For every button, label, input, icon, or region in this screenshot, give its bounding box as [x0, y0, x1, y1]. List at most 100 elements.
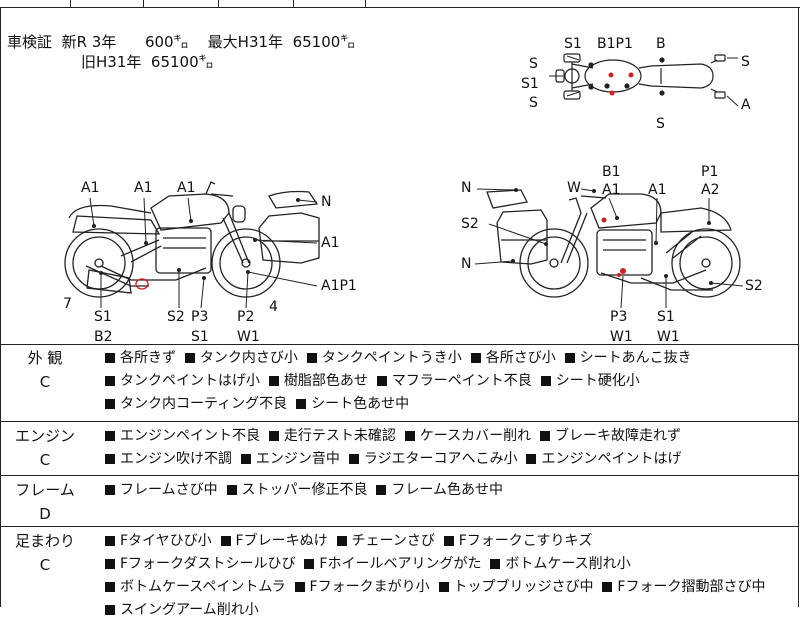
marker-label: A1: [321, 235, 339, 251]
condition-item: マフラーペイント不良: [376, 373, 532, 389]
new-r-label: 新R: [61, 33, 87, 51]
condition-item: 各所さび小: [470, 350, 556, 366]
marker-label: B: [656, 36, 666, 52]
condition-item: Fフォークまがり小: [294, 579, 430, 595]
marker-label: A1: [602, 182, 620, 198]
section-grade: D: [39, 505, 51, 523]
condition-item-text: シートあんこ抜き: [579, 350, 692, 366]
condition-item: ラジエターコアへこみ小: [348, 451, 518, 467]
condition-item-text: フレーム色あせ中: [391, 482, 503, 498]
left-side-leaders: [89, 197, 318, 309]
bullet-square-icon: [470, 352, 481, 363]
marker-label: S1: [521, 76, 539, 92]
left-view-labels: A1 A1 A1 N A1 A1P1 7 S1 B2 S2 P3 S1 P2 W…: [63, 180, 357, 344]
condition-item-text: シート硬化小: [555, 373, 640, 389]
bullet-square-icon: [240, 453, 251, 464]
marker-label: N: [321, 194, 331, 210]
bullet-square-icon: [540, 430, 551, 441]
condition-item: シートあんこ抜き: [564, 350, 692, 366]
condition-item-text: タンク内コーティング不良: [120, 396, 288, 412]
condition-item: タンクペイントはげ小: [105, 373, 260, 389]
bullet-square-icon: [184, 352, 195, 363]
condition-item: Fブレーキぬけ: [220, 533, 328, 549]
inspection-label: 車検証: [7, 33, 53, 51]
marker-label: A1P1: [321, 278, 357, 294]
bullet-square-icon: [296, 398, 307, 409]
condition-item-text: ボトムケースペイントムラ: [120, 579, 286, 595]
section-grade: C: [39, 373, 51, 391]
left-side-motorcycle: [64, 181, 320, 298]
marker-label: B1P1: [597, 36, 633, 52]
marker-label: W1: [237, 329, 260, 344]
section-items: 各所きず タンク内さび小 タンクペイントうき小 各所さび小 シートあんこ抜き タ…: [89, 344, 798, 421]
condition-table: 外 観 C 各所きず タンク内さび小 タンクペイントうき小 各所さび小 シートあ…: [0, 344, 799, 618]
marker-label: A1: [177, 180, 195, 196]
marker-label: B1: [602, 164, 621, 180]
condition-item-text: フレームさび中: [120, 482, 218, 498]
marker-label: S: [529, 95, 538, 111]
marker-label: S2: [745, 278, 763, 294]
marker-label: A: [741, 97, 751, 113]
condition-item-text: Fホイールベアリングがた: [319, 556, 482, 572]
condition-item-text: トップブリッジさび中: [453, 579, 594, 595]
condition-item: 走行テスト未確認: [268, 428, 396, 444]
bullet-square-icon: [105, 581, 115, 592]
bullet-square-icon: [268, 430, 279, 441]
bullet-square-icon: [304, 558, 315, 569]
marker-label: S: [741, 54, 750, 70]
right-side-leaders: [474, 188, 744, 309]
condition-item-text: 樹脂部色あせ: [283, 373, 368, 389]
condition-item: ストッパー修正不良: [226, 482, 368, 498]
section-suspension: 足まわり C Fタイヤひび小 Fブレーキぬけ チェーンさび Fフォークこすりキズ…: [1, 527, 798, 618]
bullet-square-icon: [404, 430, 415, 441]
left-side-defect-mark: [135, 278, 149, 290]
condition-item: シート硬化小: [540, 373, 640, 389]
motorcycle-diagram: S1 B1P1 B S S S1 S S A S A1 A1 A1 N A1 A…: [63, 36, 763, 344]
top-view-motorcycle: [555, 53, 726, 100]
section-name: 足まわり: [14, 532, 75, 550]
condition-item: エンジン音中: [240, 451, 340, 467]
bullet-square-icon: [490, 558, 501, 569]
condition-item-text: エンジンペイント不良: [120, 428, 260, 444]
condition-item-text: タンクペイントはげ小: [120, 373, 260, 389]
condition-item-text: Fフォーク摺動部さび中: [617, 579, 766, 595]
bullet-square-icon: [105, 453, 115, 464]
section-category: フレーム D: [1, 476, 89, 526]
bullet-square-icon: [226, 484, 237, 495]
condition-item-text: タンクペイントうき小: [321, 350, 462, 366]
condition-item-text: チェーンさび: [351, 533, 435, 549]
bullet-square-icon: [336, 535, 347, 546]
condition-item: Fフォーク摺動部さび中: [602, 579, 765, 595]
condition-item-text: スイングアーム削れ小: [120, 602, 259, 618]
marker-label: S: [656, 116, 665, 132]
bullet-square-icon: [306, 352, 317, 363]
condition-item: スイングアーム削れ小: [105, 602, 259, 618]
condition-item: ボトムケースペイントムラ: [105, 579, 286, 595]
bullet-square-icon: [105, 558, 115, 569]
marker-label: N: [461, 180, 471, 196]
new-r-km: 600㌔: [144, 33, 189, 51]
section-items: エンジンペイント不良 走行テスト未確認 ケースカバー削れ ブレーキ故障走れず エ…: [89, 422, 798, 475]
bullet-square-icon: [376, 484, 387, 495]
marker-label: P3: [191, 309, 208, 325]
condition-item-text: 各所さび小: [485, 350, 556, 366]
marker-label: N: [461, 256, 471, 272]
condition-item: ケースカバー削れ: [404, 428, 531, 444]
condition-item-text: Fフォークこすりキズ: [458, 533, 593, 549]
marker-label: P1: [701, 164, 718, 180]
condition-item: タンク内コーティング不良: [105, 396, 287, 412]
marker-label: A1: [648, 182, 666, 198]
section-items: Fタイヤひび小 Fブレーキぬけ チェーンさび Fフォークこすりキズ Fフォークダ…: [89, 527, 798, 618]
marker-label: S1: [564, 36, 582, 52]
section-category: 外 観 C: [1, 344, 89, 421]
damage-diagram-panel: 車検証 新R 3年 600㌔ 最大H31年 65100㌔ 旧H31年 65100…: [0, 8, 799, 345]
marker-label: P3: [610, 309, 627, 325]
condition-item: フレームさび中: [105, 482, 218, 498]
bullet-square-icon: [294, 581, 305, 592]
condition-item-text: ブレーキ故障走れず: [555, 428, 682, 444]
bullet-square-icon: [602, 581, 613, 592]
section-engine: エンジン C エンジンペイント不良 走行テスト未確認 ケースカバー削れ ブレーキ…: [1, 422, 798, 476]
bullet-square-icon: [268, 375, 279, 386]
new-r-years: 3年: [91, 33, 117, 51]
condition-item: Fフォークダストシールひび: [105, 556, 296, 572]
